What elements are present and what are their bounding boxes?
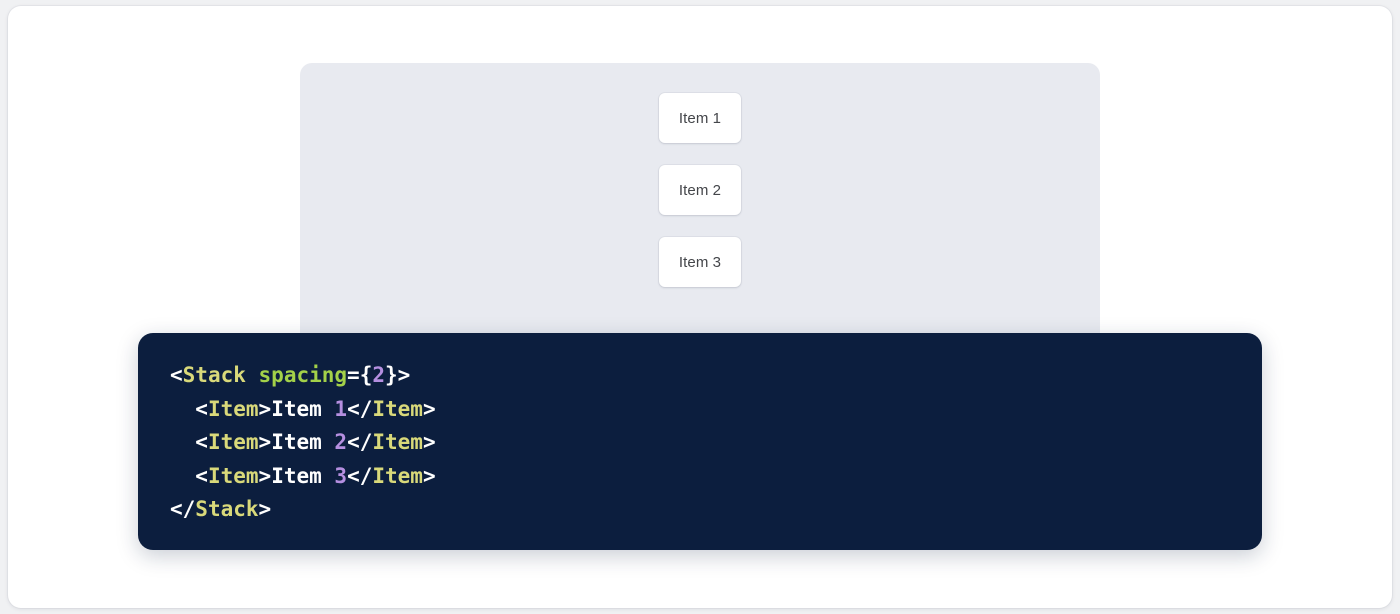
code-token-text: Item [271, 463, 335, 488]
code-token-tag: Stack [195, 497, 259, 521]
code-token-punc: < [195, 396, 208, 421]
stack-item[interactable]: Item 3 [659, 237, 741, 287]
code-token-punc: </ [347, 430, 373, 454]
code-token-text: Item [271, 396, 335, 421]
code-token-num: 2 [372, 363, 385, 387]
code-line: <Item>Item 3</Item> [170, 463, 436, 488]
code-token-punc: > [258, 396, 272, 421]
code-token-punc: < [170, 363, 183, 387]
component-preview-panel: Item 1 Item 2 Item 3 [300, 63, 1100, 353]
code-token-tag: Item [372, 430, 423, 454]
code-token-num: 2 [334, 430, 348, 454]
stack-item[interactable]: Item 2 [659, 165, 741, 215]
code-line: <Item>Item 1</Item> [170, 396, 436, 421]
code-token-punc: > [422, 463, 436, 488]
code-token-text: Item [271, 430, 335, 454]
code-token-punc: </ [347, 463, 373, 488]
code-token-punc: </ [170, 497, 196, 521]
code-token-tag: Item [207, 430, 259, 454]
code-token-punc: > [258, 430, 272, 454]
stack-item-label: Item 3 [678, 253, 722, 271]
code-token-punc: > [258, 463, 272, 488]
code-line: <Stack spacing={2}> [170, 363, 410, 387]
code-line: </Stack> [170, 497, 271, 521]
code-token-tag: Item [207, 463, 259, 488]
code-token-attr: spacing [258, 363, 348, 387]
code-line: <Item>Item 2</Item> [170, 430, 436, 454]
code-token-tag: Item [372, 463, 423, 488]
code-token-punc: > [422, 396, 436, 421]
code-token-punc: </ [347, 396, 373, 421]
stack-item-label: Item 2 [678, 181, 722, 199]
code-token-punc: }> [385, 363, 411, 387]
code-token-punc: < [195, 463, 208, 488]
code-token-punc: < [195, 430, 208, 454]
code-token-punc: > [422, 430, 436, 454]
code-snippet-block[interactable]: <Stack spacing={2}> <Item>Item 1</Item> … [138, 333, 1262, 550]
code-token-num: 3 [334, 463, 348, 488]
code-token-punc: > [258, 497, 272, 521]
code-token-tag: Item [207, 396, 259, 421]
code-token-punc [246, 363, 259, 387]
code-token-num: 1 [334, 396, 348, 421]
stack-item[interactable]: Item 1 [659, 93, 741, 143]
code-token-tag: Item [372, 396, 423, 421]
code-token-punc: ={ [347, 363, 373, 387]
stack-container: Item 1 Item 2 Item 3 [659, 93, 741, 287]
code-snippet-text: <Stack spacing={2}> <Item>Item 1</Item> … [170, 359, 1262, 527]
code-token-tag: Stack [182, 363, 246, 387]
stack-item-label: Item 1 [678, 109, 722, 127]
